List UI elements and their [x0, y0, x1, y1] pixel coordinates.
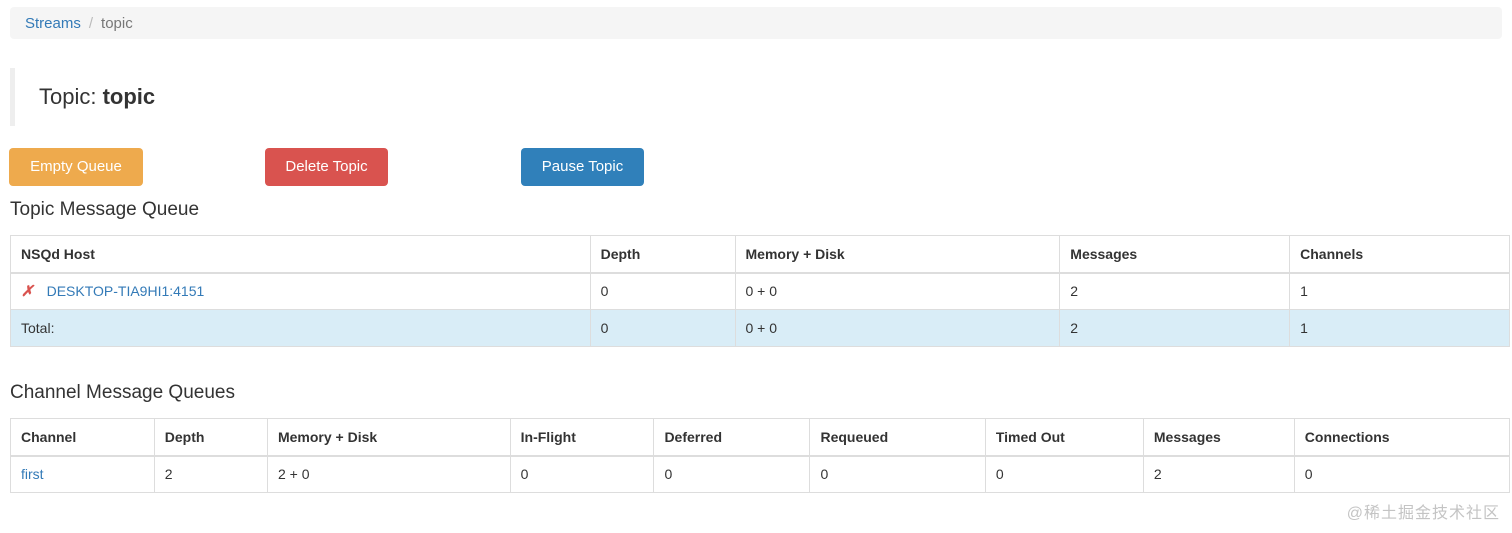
page-title: Topic: topic	[39, 84, 155, 110]
channel-message-queues-heading: Channel Message Queues	[10, 382, 235, 403]
column-header-channels: Channels	[1289, 235, 1510, 274]
topic-message-queue-heading: Topic Message Queue	[10, 199, 200, 220]
cell-deferred: 0	[653, 455, 811, 493]
column-header-timed-out: Timed Out	[984, 418, 1144, 457]
page-title-prefix: Topic:	[39, 84, 103, 109]
cell-requeued: 0	[809, 455, 986, 493]
column-header-messages: Messages	[1059, 235, 1291, 274]
cell-total-depth: 0	[589, 309, 736, 347]
cross-icon[interactable]: ✗	[21, 283, 34, 301]
page-title-topic-name: topic	[102, 84, 156, 109]
cell-total-messages: 2	[1059, 309, 1291, 347]
table-row: first 2 2 + 0 0 0 0 0 2 0	[10, 455, 1511, 493]
nsqd-host-link[interactable]: DESKTOP-TIA9HI1:4151	[46, 283, 205, 300]
topic-table-header-row: NSQd Host Depth Memory + Disk Messages C…	[10, 235, 1510, 274]
cell-connections: 0	[1293, 455, 1511, 493]
column-header-depth: Depth	[153, 418, 268, 457]
breadcrumb-link-streams[interactable]: Streams	[25, 14, 81, 32]
column-header-channel: Channel	[10, 418, 155, 457]
table-total-row: Total: 0 0 + 0 2 1	[10, 309, 1510, 347]
delete-topic-button[interactable]: Delete Topic	[265, 148, 388, 186]
cell-total-channels: 1	[1289, 309, 1510, 347]
column-header-requeued: Requeued	[809, 418, 986, 457]
column-header-in-flight: In-Flight	[509, 418, 655, 457]
breadcrumb-current-topic: topic	[101, 14, 133, 32]
cell-total-label: Total:	[10, 309, 591, 347]
watermark: @稀土掘金技术社区	[1346, 505, 1500, 522]
column-header-memory-disk: Memory + Disk	[266, 418, 511, 457]
channel-table-body: first 2 2 + 0 0 0 0 0 2 0	[10, 455, 1511, 493]
breadcrumb-separator: /	[88, 14, 94, 32]
column-header-depth: Depth	[589, 235, 736, 274]
cell-memory-disk: 0 + 0	[734, 272, 1061, 310]
topic-table-body: ✗ DESKTOP-TIA9HI1:4151 0 0 + 0 2 1 Total:…	[10, 272, 1510, 347]
channel-table-head: Channel Depth Memory + Disk In-Flight De…	[10, 418, 1511, 457]
cell-nsqd-host: ✗ DESKTOP-TIA9HI1:4151	[10, 272, 591, 310]
column-header-nsqd-host: NSQd Host	[10, 235, 591, 274]
page-title-block: Topic: topic	[10, 68, 155, 126]
cell-depth: 0	[589, 272, 736, 310]
column-header-deferred: Deferred	[653, 418, 811, 457]
cell-messages: 2	[1059, 272, 1291, 310]
cell-timed-out: 0	[984, 455, 1144, 493]
cell-in-flight: 0	[509, 455, 655, 493]
column-header-connections: Connections	[1293, 418, 1511, 457]
channel-message-queues-table: Channel Depth Memory + Disk In-Flight De…	[10, 418, 1511, 493]
cell-memory-disk: 2 + 0	[266, 455, 511, 493]
pause-topic-button[interactable]: Pause Topic	[521, 148, 644, 186]
channel-link[interactable]: first	[21, 466, 44, 483]
column-header-memory-disk: Memory + Disk	[734, 235, 1061, 274]
channel-table-header-row: Channel Depth Memory + Disk In-Flight De…	[10, 418, 1511, 457]
cell-channel: first	[10, 455, 155, 493]
cell-depth: 2	[153, 455, 268, 493]
breadcrumb: Streams / topic	[10, 7, 1502, 39]
topic-message-queue-table: NSQd Host Depth Memory + Disk Messages C…	[10, 235, 1510, 347]
cell-total-memory-disk: 0 + 0	[734, 309, 1061, 347]
column-header-messages: Messages	[1142, 418, 1295, 457]
cell-messages: 2	[1142, 455, 1295, 493]
empty-queue-button[interactable]: Empty Queue	[9, 148, 143, 186]
table-row: ✗ DESKTOP-TIA9HI1:4151 0 0 + 0 2 1	[10, 272, 1510, 310]
cell-channels: 1	[1289, 272, 1510, 310]
topic-table-head: NSQd Host Depth Memory + Disk Messages C…	[10, 235, 1510, 274]
